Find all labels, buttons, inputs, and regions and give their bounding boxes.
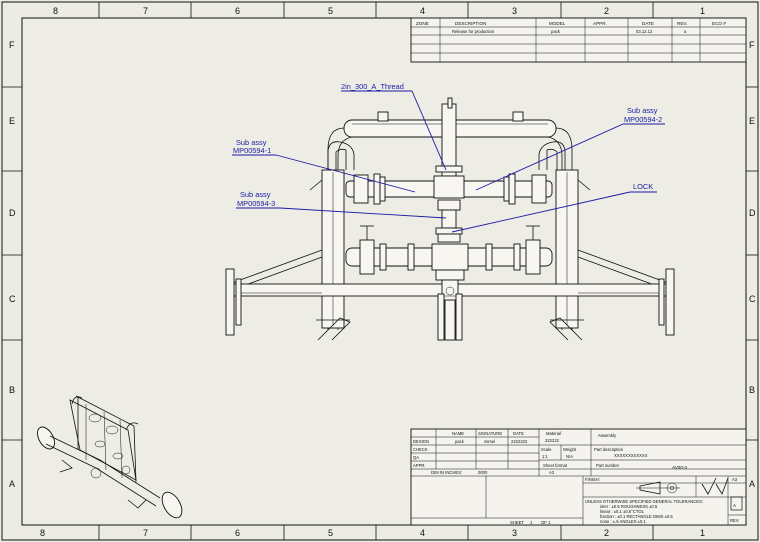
rev-row-rev: a <box>684 29 687 34</box>
projection-symbol-icon <box>636 481 680 495</box>
zone-left-F: F <box>9 40 15 50</box>
zone-bottom-3: 3 <box>512 528 517 538</box>
callout-sub-assy-left-top-part: MP00594-1 <box>233 146 271 155</box>
zone-bottom-4: 4 <box>420 528 425 538</box>
zone-top-5: 5 <box>328 6 333 16</box>
zone-right-A: A <box>749 479 755 489</box>
title-scale-label: Scale <box>541 447 552 452</box>
zone-bottom-7: 7 <box>143 528 148 538</box>
title-rev-value: A <box>733 503 737 508</box>
rev-header-zone: ZONE <box>416 21 429 26</box>
rev-header-model: MODEL <box>549 21 566 26</box>
zone-bottom-2: 2 <box>604 528 609 538</box>
title-design-signature: zemel <box>484 439 495 444</box>
callouts: 2in_300_A_Thread Sub assy MP00594-2 Sub … <box>233 82 662 208</box>
zone-right-F: F <box>749 40 755 50</box>
rev-row-date: 03.12.12 <box>636 29 653 34</box>
rev-row-description: Release for production <box>452 29 495 34</box>
title-header-name: NAME <box>452 431 464 436</box>
title-size-value: A3 <box>732 477 738 482</box>
zone-top-6: 6 <box>235 6 240 16</box>
callout-sub-assy-left-top: Sub assy <box>236 138 267 147</box>
zone-top-3: 3 <box>512 6 517 16</box>
title-of-label: OF 1 <box>541 520 551 525</box>
zone-bottom-8: 8 <box>40 528 45 538</box>
title-header-date: DATE <box>513 431 524 436</box>
title-rev-label: REV. <box>730 518 739 523</box>
zone-left-B: B <box>9 385 15 395</box>
title-dimensions-label: DIM IN INCHES: <box>431 470 462 475</box>
title-sheet-value: 1 <box>530 520 533 525</box>
rev-header-description: DESCRIPTION <box>455 21 486 26</box>
zone-right-C: C <box>749 294 756 304</box>
title-part-number-value: AV00-3 <box>672 465 687 470</box>
title-appr-label: APPR. <box>413 463 426 468</box>
callout-lock: LOCK <box>633 182 653 191</box>
title-assembly-label: Assembly <box>598 433 617 438</box>
callout-sub-assy-left-bottom-part: MP00594-3 <box>237 199 275 208</box>
callout-leaders <box>232 90 665 233</box>
title-design-date: 2222222 <box>511 439 528 444</box>
zone-left-D: D <box>9 208 16 218</box>
title-scale-value: 1:1 <box>542 454 548 459</box>
title-header-signature: SIGNATURE <box>478 431 502 436</box>
zone-top-1: 1 <box>700 6 705 16</box>
zone-right-D: D <box>749 208 756 218</box>
title-dimensions-value: 0000 <box>478 470 488 475</box>
zone-bottom-1: 1 <box>700 528 705 538</box>
title-design-name: pack <box>455 439 465 444</box>
title-description-value: XXXXXXXXXXXX <box>614 453 648 458</box>
callout-sub-assy-right-part: MP00594-2 <box>624 115 662 124</box>
title-tolerance-line3: fraction : ±0.1 RECTANGLE DIMS ±0.5 <box>600 514 673 519</box>
title-design-label: DESIGN <box>413 439 429 444</box>
zone-bottom-6: 6 <box>235 528 240 538</box>
zone-top-7: 7 <box>143 6 148 16</box>
title-sheet-format-label: Sheet format <box>543 463 568 468</box>
title-tolerance-line1: inter : ±0.5 ROUGHNESS ±0.5 <box>600 504 658 509</box>
zone-top-8: 8 <box>53 6 58 16</box>
surface-finish-icon <box>701 477 729 495</box>
rev-header-date: DATE <box>642 21 654 26</box>
title-tolerance-line2: linear : ±0.1 ±0.5°CTOL <box>600 509 645 514</box>
rev-header-rev: REV. <box>677 21 687 26</box>
zone-bottom-5: 5 <box>328 528 333 538</box>
zone-top-4: 4 <box>420 6 425 16</box>
zone-left-E: E <box>9 116 15 126</box>
callout-thread: 2in_300_A_Thread <box>341 82 404 91</box>
zone-left-A: A <box>9 479 15 489</box>
callout-sub-assy-left-bottom: Sub assy <box>240 190 271 199</box>
title-material-value: 222222 <box>545 438 560 443</box>
title-weight-label: Weight <box>563 447 577 452</box>
zone-labels: 8 7 6 5 4 3 2 1 8 7 6 5 4 3 2 1 F E D C … <box>9 6 756 538</box>
zone-right-B: B <box>749 385 755 395</box>
title-material-label: Material <box>546 431 561 436</box>
rev-row-model: pack <box>551 29 561 34</box>
zone-right-E: E <box>749 116 755 126</box>
title-block: NAME SIGNATURE DATE DESIGN pack zemel 22… <box>410 428 747 526</box>
title-tolerance-title: UNLESS OTHERWISE SPECIFIED GENERAL TOLER… <box>585 499 703 504</box>
title-weight-value: N/A <box>566 454 573 459</box>
rev-header-eco: ECO # <box>712 21 726 26</box>
title-sheet-label: SHEET <box>510 520 524 525</box>
title-tolerance-line4: none : ±.5 ANGLES ±0.1 <box>600 519 646 524</box>
title-finish-label: FINISH: <box>585 477 600 482</box>
title-sheet-format-value: A3 <box>549 470 555 475</box>
title-part-number-label: Part number <box>596 463 620 468</box>
title-qa-label: QA <box>413 455 419 460</box>
title-description-label: Part description <box>594 447 624 452</box>
revision-table: ZONE DESCRIPTION MODEL APPR. DATE REV. E… <box>410 17 747 63</box>
isometric-view <box>37 395 183 519</box>
zone-left-C: C <box>9 294 16 304</box>
title-check-label: CHECK <box>413 447 428 452</box>
rev-header-appr: APPR. <box>593 21 607 26</box>
callout-sub-assy-right: Sub assy <box>627 106 658 115</box>
zone-top-2: 2 <box>604 6 609 16</box>
